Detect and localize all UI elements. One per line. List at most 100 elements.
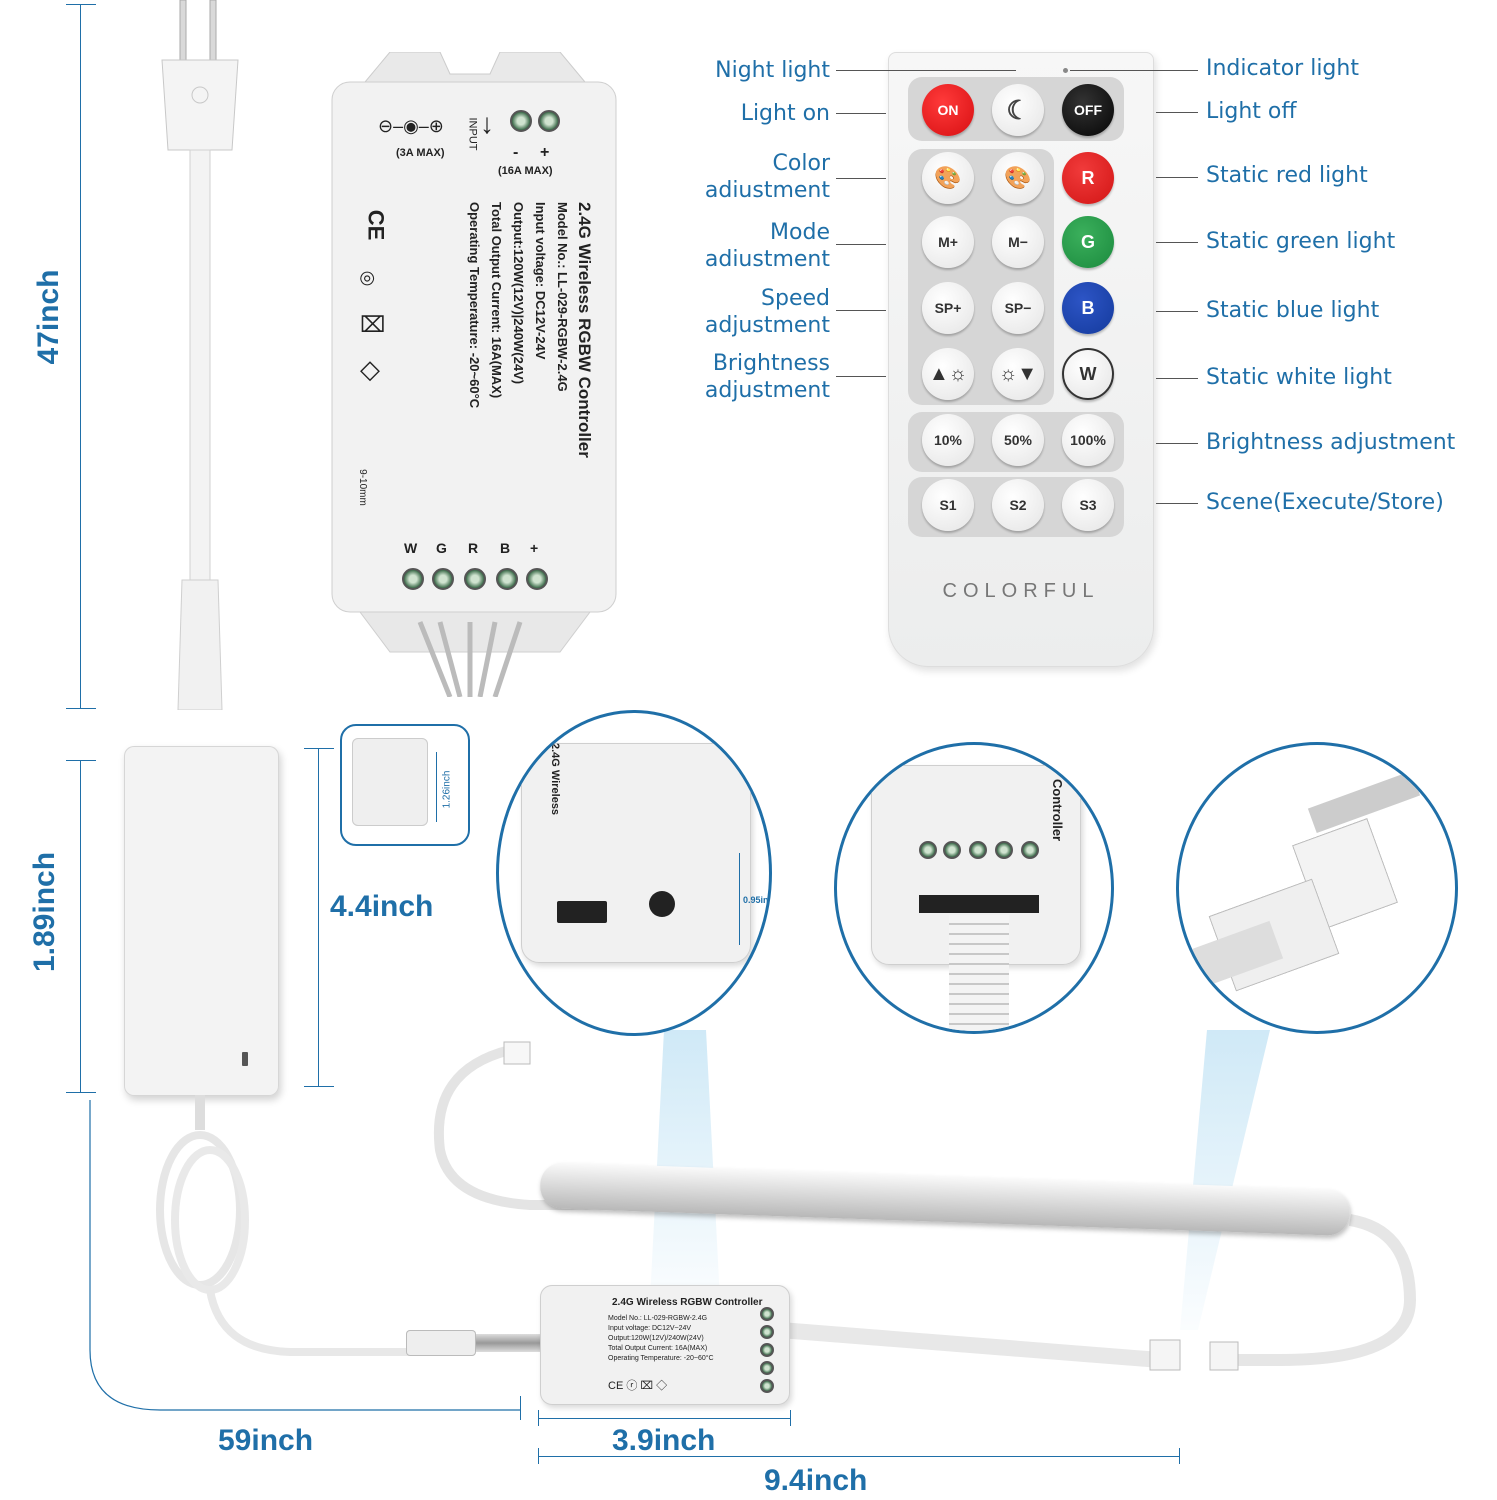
light-bar-assembly bbox=[433, 1041, 1417, 1371]
terminal-b bbox=[496, 568, 518, 590]
small-title: 2.4G Wireless RGBW Controller bbox=[612, 1297, 763, 1308]
small-ce-icon: CE ⓡ ⌧ ◇ bbox=[608, 1380, 668, 1392]
brightness-10-button[interactable]: 10% bbox=[922, 414, 974, 466]
terminal-input-plus bbox=[538, 110, 560, 132]
adapter-led bbox=[242, 1052, 248, 1066]
detail-beam-1 bbox=[650, 1030, 720, 1300]
scene-s3-button[interactable]: S3 bbox=[1062, 479, 1114, 531]
terminal-w bbox=[402, 568, 424, 590]
weee-bin-icon: ⌧ bbox=[360, 312, 386, 337]
moon-icon: ☾ bbox=[1006, 94, 1030, 125]
remote-control: ON ☾ OFF 🎨 🎨 R M+ M− G SP+ SP− B ▲☼ ☼▼ W… bbox=[888, 52, 1154, 667]
static-blue-button[interactable]: B bbox=[1062, 282, 1114, 334]
terminal-label-w: W bbox=[404, 540, 418, 556]
bar-length-label: 9.4inch bbox=[764, 1464, 868, 1497]
label-color-adj-2: adiustment bbox=[704, 178, 830, 203]
detail-circle-connector bbox=[1176, 742, 1458, 1034]
controller-length-line bbox=[538, 1418, 790, 1419]
adapter-thickness-label: 1.26inch bbox=[441, 770, 453, 809]
controller-model: Model No.: LL-029-RGBW-2.4G bbox=[555, 202, 570, 392]
scene-s1-button[interactable]: S1 bbox=[922, 479, 974, 531]
controller-main: - + (16A MAX) (3A MAX) ⊖–◉–⊕ INPUT ↓ 2.4… bbox=[330, 52, 620, 697]
dc-jack-icon bbox=[649, 891, 675, 917]
adapter-width-line bbox=[318, 748, 319, 1086]
static-white-button[interactable]: W bbox=[1062, 348, 1114, 400]
dc-cord-length-label: 59inch bbox=[218, 1424, 314, 1457]
speed-plus-button[interactable]: SP+ bbox=[922, 282, 974, 334]
label-indicator-light: Indicator light bbox=[1206, 56, 1359, 81]
label-light-off: Light off bbox=[1206, 99, 1297, 124]
max-16a-label: (16A MAX) bbox=[498, 165, 553, 177]
mode-minus-button[interactable]: M− bbox=[992, 216, 1044, 268]
small-current: Total Output Current: 16A(MAX) bbox=[608, 1345, 708, 1352]
label-mode-adj-1: Mode bbox=[770, 220, 830, 245]
height-dimension-line bbox=[80, 4, 81, 709]
label-scene: Scene(Execute/Store) bbox=[1206, 490, 1444, 515]
terminal-label-b: B bbox=[500, 540, 511, 556]
remote-brand: COLORFUL bbox=[942, 580, 1100, 602]
label-static-blue: Static blue light bbox=[1206, 298, 1380, 323]
terminal-r bbox=[464, 568, 486, 590]
color-adjust-minus-button[interactable]: 🎨 bbox=[992, 152, 1044, 204]
controller-title: 2.4G Wireless RGBW Controller bbox=[575, 202, 594, 458]
bar-length-line bbox=[538, 1456, 1180, 1457]
small-temp: Operating Temperature: -20~60°C bbox=[608, 1355, 714, 1362]
small-output: Output:120W(12V)/240W(24V) bbox=[608, 1335, 704, 1342]
label-static-white: Static white light bbox=[1206, 365, 1392, 390]
label-light-on: Light on bbox=[740, 101, 830, 126]
leader-night-light bbox=[836, 70, 1016, 71]
class-ii-icon: ◇ bbox=[360, 354, 380, 384]
label-speed-adj-2: adjustment bbox=[704, 313, 830, 338]
brightness-down-icon: ☼▼ bbox=[998, 362, 1038, 385]
adapter-height-line bbox=[80, 760, 81, 1092]
cord-height-label: 47inch bbox=[32, 269, 65, 365]
static-green-button[interactable]: G bbox=[1062, 216, 1114, 268]
controller-output: Output:120W(12V)|240W(24V) bbox=[511, 202, 526, 385]
brightness-100-button[interactable]: 100% bbox=[1062, 414, 1114, 466]
max-3a-label: (3A MAX) bbox=[396, 147, 445, 159]
controller-temp: Operating Temperature: -20~60°C bbox=[467, 202, 482, 409]
brightness-down-button[interactable]: ☼▼ bbox=[992, 348, 1044, 400]
power-adapter bbox=[124, 746, 279, 1096]
speed-minus-button[interactable]: SP− bbox=[992, 282, 1044, 334]
detail-input-title: 2.4G Wireless bbox=[549, 743, 561, 816]
color-adjust-plus-button[interactable]: 🎨 bbox=[922, 152, 974, 204]
on-button[interactable]: ON bbox=[922, 84, 974, 136]
off-button[interactable]: OFF bbox=[1062, 84, 1114, 136]
rohs-icon: ◎ bbox=[358, 270, 379, 287]
leader-indicator bbox=[1070, 70, 1198, 71]
brightness-50-button[interactable]: 50% bbox=[992, 414, 1044, 466]
terminal-g bbox=[432, 568, 454, 590]
label-mode-adj-2: adiustment bbox=[704, 247, 830, 272]
detail-circle-input: 2.4G Wireless 0.95in bbox=[496, 710, 772, 1036]
terminal-plus bbox=[526, 568, 548, 590]
night-light-button[interactable]: ☾ bbox=[992, 84, 1044, 136]
brightness-up-button[interactable]: ▲☼ bbox=[922, 348, 974, 400]
label-static-red: Static red light bbox=[1206, 163, 1368, 188]
polarity-minus: - bbox=[513, 144, 519, 161]
small-model: Model No.: LL-029-RGBW-2.4G bbox=[608, 1315, 708, 1322]
controller-current: Total Output Current: 16A(MAX) bbox=[489, 202, 504, 399]
detail-input-terminals bbox=[557, 901, 607, 923]
palette-minus-icon: 🎨 bbox=[1004, 165, 1032, 190]
adapter-thickness-inset: 1.26inch bbox=[340, 724, 470, 846]
wire-strip-length: 9-10mm bbox=[356, 469, 368, 506]
label-night-light: Night light bbox=[715, 58, 830, 83]
controller-small: 2.4G Wireless RGBW Controller Model No.:… bbox=[540, 1285, 790, 1405]
label-brightness: Brightness adjustment bbox=[1206, 430, 1456, 455]
dc-jack-symbol: ⊖–◉–⊕ bbox=[378, 116, 444, 136]
small-input: Input voltage: DC12V~24V bbox=[608, 1325, 692, 1332]
detail-output-title: Controller bbox=[1050, 779, 1065, 842]
adapter-width-label: 4.4inch bbox=[330, 890, 434, 923]
scene-s2-button[interactable]: S2 bbox=[992, 479, 1044, 531]
terminal-label-g: G bbox=[436, 540, 447, 556]
static-red-button[interactable]: R bbox=[1062, 152, 1114, 204]
controller-length-label: 3.9inch bbox=[612, 1424, 716, 1457]
mode-plus-button[interactable]: M+ bbox=[922, 216, 974, 268]
terminal-label-r: R bbox=[468, 540, 479, 556]
ce-mark-icon: CE bbox=[363, 209, 389, 241]
label-bright-adj-1: Brightness bbox=[712, 351, 830, 376]
power-plug bbox=[160, 0, 240, 711]
controller-spec-block: 2.4G Wireless RGBW Controller Model No.:… bbox=[416, 202, 616, 532]
input-arrow-icon: ↓ bbox=[480, 108, 494, 139]
